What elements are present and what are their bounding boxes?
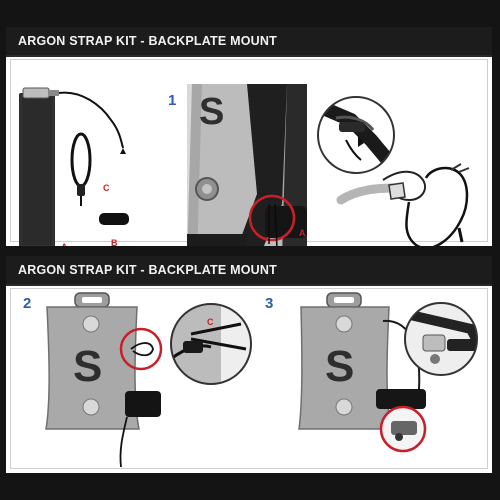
page-header: ARGON STRAP KIT - BACKPLATE MOUNT	[6, 27, 492, 57]
step-number-3: 3	[265, 295, 274, 312]
manual-page-20: ARGON STRAP KIT - BACKPLATE MOUNT 2 S	[6, 256, 492, 473]
part-label-a: A	[61, 242, 68, 246]
part-label-b: B	[111, 238, 118, 246]
page-body: 2 S	[10, 288, 488, 469]
step-number-2: 2	[23, 295, 32, 312]
part-label-c: C	[103, 183, 110, 193]
step-2-illustration: S S	[45, 292, 478, 468]
step-1-photo: S B A	[187, 84, 307, 246]
parts-illustration	[19, 87, 129, 246]
page-header: ARGON STRAP KIT - BACKPLATE MOUNT	[6, 256, 492, 286]
svg-text:S: S	[199, 91, 224, 133]
photo-label-a: A	[299, 228, 306, 238]
svg-text:S: S	[325, 342, 354, 391]
detail-label-c: C	[207, 317, 214, 327]
strap-part-a	[19, 93, 55, 246]
step-number-1: 1	[168, 92, 177, 109]
band-part-b	[99, 213, 129, 225]
highlight-circle	[248, 194, 296, 242]
detail-illustrations	[317, 96, 470, 246]
backplate-illustration	[45, 306, 140, 430]
page-body: A B C 1 S	[10, 59, 488, 246]
page-title: ARGON STRAP KIT - BACKPLATE MOUNT	[18, 34, 277, 48]
page-title: ARGON STRAP KIT - BACKPLATE MOUNT	[18, 263, 277, 277]
manual-page-19: ARGON STRAP KIT - BACKPLATE MOUNT A B C …	[6, 27, 492, 246]
backplate-logo: S	[73, 342, 102, 391]
